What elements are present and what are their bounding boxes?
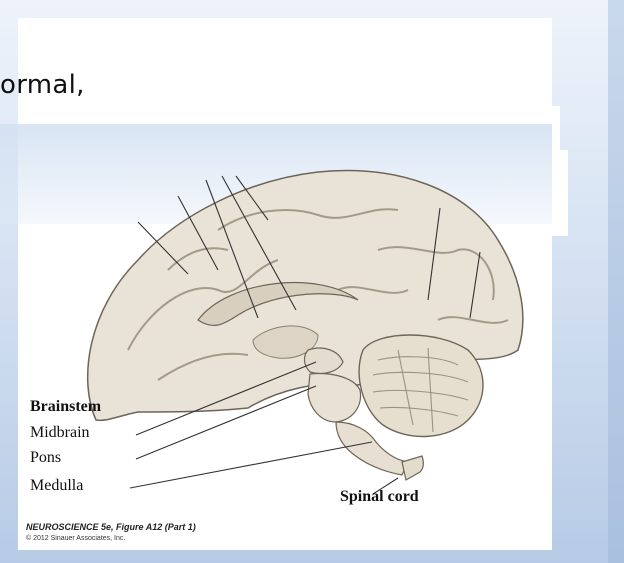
label-spinal-cord: Spinal cord bbox=[340, 488, 419, 505]
figure-credit-copyright: © 2012 Sinauer Associates, Inc. bbox=[26, 535, 126, 542]
label-pons: Pons bbox=[30, 449, 62, 466]
slide-edge bbox=[608, 0, 624, 563]
label-midbrain: Midbrain bbox=[30, 424, 90, 441]
midbrain bbox=[303, 347, 344, 375]
white-strip bbox=[552, 150, 568, 236]
corpus-callosum bbox=[197, 282, 359, 327]
partial-slide-text: ormal, bbox=[0, 70, 85, 100]
brain-illustration bbox=[86, 169, 524, 495]
pons bbox=[307, 372, 362, 423]
cerebellum bbox=[358, 334, 484, 438]
brain-figure: Brainstem Midbrain Pons Medulla Spinal c… bbox=[18, 150, 552, 550]
spinal-cord bbox=[401, 455, 424, 481]
label-brainstem: Brainstem bbox=[30, 398, 102, 415]
figure-credit-title: NEUROSCIENCE 5e, Figure A12 (Part 1) bbox=[26, 522, 196, 532]
label-medulla: Medulla bbox=[30, 477, 84, 494]
white-strip bbox=[552, 106, 560, 150]
